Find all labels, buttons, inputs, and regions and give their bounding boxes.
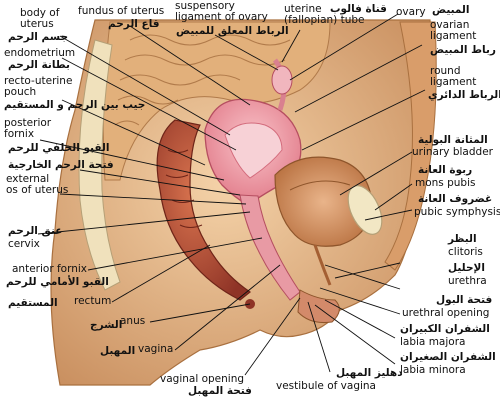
sacrum — [78, 39, 121, 291]
label-labia-majora: labia majora — [400, 336, 466, 348]
urethra-shape — [313, 244, 332, 286]
label-external-os: external os of uterus — [6, 173, 69, 196]
label-ovary: ovary — [396, 6, 426, 18]
label-pubic-symphysis: pubic symphysis — [414, 206, 500, 218]
uterine-cavity — [224, 122, 283, 179]
label-external-os-ar: فتحة الرحم الخارجية — [8, 159, 114, 171]
label-recto-uterine-pouch-ar: جيب بين الرحم و المستقيم — [4, 99, 146, 111]
ovary-shape — [271, 65, 293, 95]
label-mons-pubis: mons pubis — [415, 177, 476, 189]
label-symphysis-ar: غضروف العانة — [418, 193, 493, 205]
label-bladder-ar: المثانة البولية — [418, 134, 488, 146]
label-labia-majora-ar: الشفران الكبيران — [400, 323, 490, 335]
label-cervix: cervix — [8, 238, 40, 250]
label-ovarian-ligament: ovarian ligament — [430, 19, 477, 42]
label-uterine-tube: uterine (fallopian) tube — [284, 3, 365, 26]
label-fundus-ar: قاع الرحم — [108, 18, 160, 30]
label-urethra-ar: الإحليل — [448, 262, 485, 274]
label-urethral-opening: urethral opening — [402, 307, 490, 319]
label-body-of-uterus-ar: جسم الرحم — [8, 31, 69, 43]
label-vaginal-opening: vaginal opening — [160, 373, 245, 385]
intestine-loops — [114, 34, 291, 126]
label-vaginal-opening-ar: فتحة المهبل — [188, 385, 252, 397]
label-endometrium-ar: بطانة الرحم — [8, 59, 70, 71]
label-mons-ar: ربوة العانة — [418, 164, 473, 176]
label-ovarian-ligament-ar: رباط المبيض — [430, 44, 496, 56]
label-ovary-ar: المبيض — [432, 4, 470, 16]
label-rectum: rectum — [74, 295, 112, 307]
label-labia-minora: labia minora — [400, 364, 466, 376]
label-anterior-fornix: anterior fornix — [12, 263, 88, 275]
label-vestibule-ar: دهليز المهبل — [336, 367, 403, 379]
label-urethra: urethra — [448, 275, 487, 287]
label-bladder: urinary bladder — [412, 146, 493, 158]
label-fundus: fundus of uterus — [78, 5, 165, 17]
label-suspensory-ligament-ar: الرباط المعلق للمبيض — [176, 25, 289, 37]
label-urethral-opening-ar: فتحة البول — [436, 294, 493, 306]
bladder-folds — [289, 180, 351, 191]
label-posterior-fornix: posterior fornix — [4, 117, 52, 140]
label-vagina-ar: المهبل — [100, 345, 136, 357]
label-anus-ar: الشرج — [90, 319, 123, 331]
label-suspensory-ligament: suspensory ligament of ovary — [175, 0, 268, 23]
abdominal-wall — [384, 21, 437, 271]
label-labia-minora-ar: الشفران الصغيران — [400, 351, 496, 363]
label-vestibule: vestibule of vagina — [276, 380, 376, 392]
label-uterine-tube-ar: قناة فالوب — [330, 3, 387, 15]
label-cervix-ar: عنق الرحم — [8, 225, 63, 237]
label-round-ligament: round ligament — [430, 65, 477, 88]
labia-shape — [297, 289, 340, 323]
label-round-ligament-ar: الرباط الدائري — [428, 89, 500, 101]
label-endometrium: endometrium — [4, 47, 76, 59]
label-body-of-uterus: body of uterus — [20, 7, 60, 30]
label-posterior-fornix-ar: القبو الخلفي للرحم — [8, 142, 110, 154]
leader-lines — [37, 13, 426, 376]
label-recto-uterine-pouch: recto-uterine pouch — [4, 75, 73, 98]
label-anus: anus — [120, 315, 146, 327]
label-rectum-ar: المستقيم — [8, 297, 58, 309]
label-vagina: vagina — [138, 343, 174, 355]
rectum-shape — [156, 119, 252, 301]
label-anterior-fornix-ar: القبو الأمامي للرحم — [6, 276, 109, 288]
label-clitoris: clitoris — [448, 246, 483, 258]
label-clitoris-ar: البظر — [448, 233, 477, 245]
